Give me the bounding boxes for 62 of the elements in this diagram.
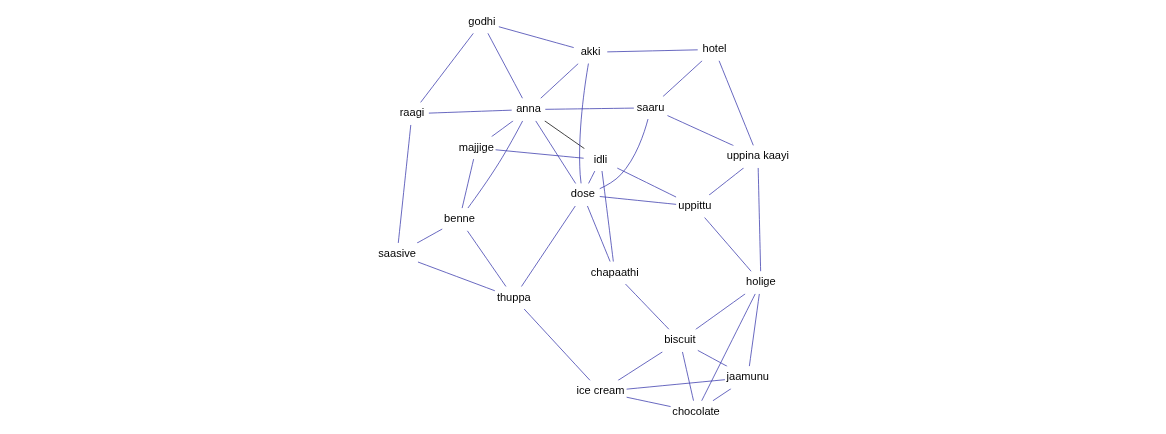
connector xyxy=(497,26,574,48)
node-text: saaru xyxy=(636,100,664,113)
connector xyxy=(494,149,584,159)
node-text: chapaathi xyxy=(590,265,639,278)
connector xyxy=(624,283,669,330)
connector xyxy=(601,170,614,263)
connector xyxy=(681,351,694,402)
connector xyxy=(520,205,576,287)
connector xyxy=(625,396,671,407)
node-text: saasive xyxy=(377,246,416,259)
node-text: chocolate xyxy=(671,404,720,417)
node-text: dose xyxy=(570,187,595,200)
connector xyxy=(461,158,474,209)
node-text: uppina kaayi xyxy=(726,149,789,162)
connector xyxy=(539,63,579,99)
connector xyxy=(718,60,754,146)
node-text: idli xyxy=(593,152,607,165)
connector xyxy=(534,120,576,184)
connector xyxy=(417,261,495,292)
connector xyxy=(578,63,589,184)
connector xyxy=(487,32,523,99)
node-text: hotel xyxy=(701,42,727,55)
connector xyxy=(617,351,663,381)
node-text: godhi xyxy=(467,14,495,27)
connector xyxy=(696,349,728,367)
connector xyxy=(598,118,648,190)
node-text: raagi xyxy=(399,106,424,119)
connector xyxy=(586,205,611,262)
node-text: biscuit xyxy=(663,333,696,346)
connector xyxy=(427,109,512,114)
connector xyxy=(708,167,744,196)
connector xyxy=(397,124,411,244)
connector xyxy=(712,388,731,402)
connector xyxy=(587,170,595,184)
node-text: ice cream xyxy=(575,384,624,397)
connector xyxy=(662,60,703,97)
connector xyxy=(666,115,734,146)
connector xyxy=(523,308,591,381)
connector xyxy=(490,120,514,138)
connector xyxy=(703,217,752,272)
node-text: anna xyxy=(515,102,541,115)
node-text: holige xyxy=(745,275,776,288)
connector xyxy=(543,120,585,150)
connector xyxy=(757,167,761,272)
node-text: thuppa xyxy=(496,290,531,303)
connector xyxy=(419,33,474,103)
connector xyxy=(616,167,677,198)
node-text: benne xyxy=(443,212,475,225)
connector xyxy=(466,230,506,287)
connector xyxy=(416,228,443,244)
connector xyxy=(625,379,725,390)
connector xyxy=(700,293,756,402)
node-text: jaamunu xyxy=(726,370,769,383)
connector xyxy=(748,293,760,367)
node-text: akki xyxy=(580,44,600,57)
connector xyxy=(606,49,698,53)
connector xyxy=(467,120,523,209)
node-text: majjige xyxy=(458,140,494,153)
connector xyxy=(544,107,634,110)
node-text: uppittu xyxy=(677,198,711,211)
connector xyxy=(598,196,677,205)
connector xyxy=(694,293,746,330)
